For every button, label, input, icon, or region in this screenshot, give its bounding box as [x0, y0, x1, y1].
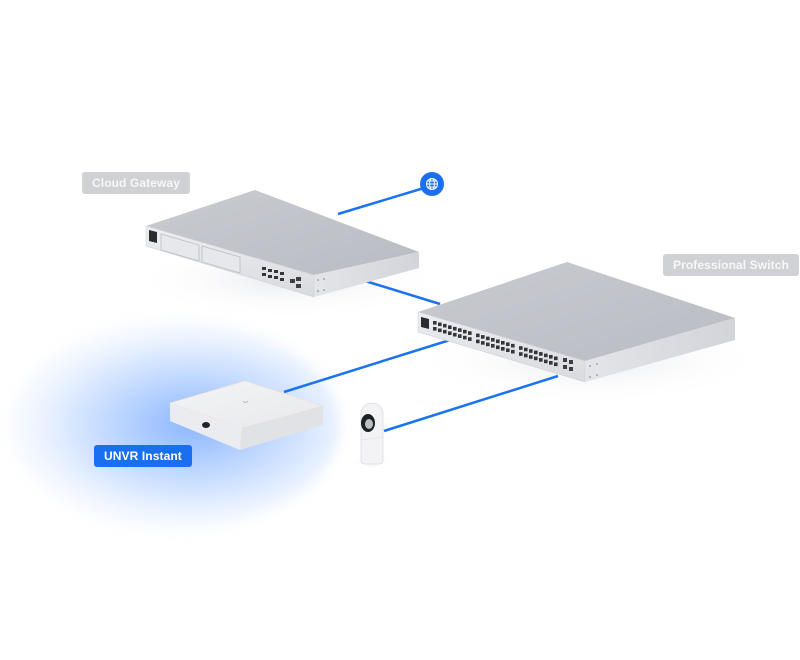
link-unvr-switch [283, 338, 451, 394]
switch-port [438, 322, 442, 327]
switch-port [458, 328, 462, 332]
switch-port [481, 341, 485, 345]
switch-port [524, 353, 528, 358]
globe-icon [426, 178, 438, 190]
switch-port [448, 325, 452, 329]
switch-port [491, 344, 495, 348]
switch-port [448, 331, 452, 335]
switch-port [481, 335, 485, 339]
link-gateway-internet [337, 186, 425, 216]
link-gateway-switch [361, 278, 441, 306]
switch-port [524, 347, 528, 352]
camera-device[interactable] [360, 402, 384, 465]
gateway-side [314, 252, 419, 297]
switch-port [438, 328, 442, 333]
gateway-drive-bay-2 [201, 245, 241, 274]
switch-port [453, 332, 457, 337]
switch-port [534, 350, 538, 355]
switch-port [476, 339, 480, 344]
switch-port [534, 356, 538, 361]
camera-lens [365, 419, 373, 429]
switch-port [539, 352, 543, 356]
switch-port [463, 329, 467, 334]
switch-port [506, 348, 510, 352]
switch-sfp-ports [563, 358, 573, 371]
gateway-rj45-ports [262, 267, 284, 281]
switch-port [463, 335, 467, 340]
unvr-instant-device[interactable] [169, 380, 325, 450]
links [283, 186, 559, 433]
switch-port [529, 349, 533, 353]
internet-node[interactable] [420, 172, 444, 196]
gateway-top [146, 190, 419, 275]
switch-side [585, 318, 735, 382]
switch-port [496, 345, 500, 350]
switch-port [468, 331, 472, 335]
switch-port [529, 355, 533, 359]
switch-port [491, 338, 495, 342]
switch-port [554, 356, 558, 361]
switch-port [544, 359, 548, 364]
switch-port [549, 361, 553, 365]
gateway-drive-bay-1 [160, 233, 200, 262]
unvr-logo-icon [242, 400, 249, 403]
gateway-power-port [149, 230, 157, 243]
switch-port [511, 349, 515, 354]
switch-port [468, 337, 472, 341]
switch-port [458, 334, 462, 338]
switch-port [443, 329, 447, 334]
link-camera-switch [383, 374, 559, 433]
switch-port [486, 342, 490, 347]
gateway-sfp-ports [290, 277, 301, 288]
professional-switch-device[interactable] [417, 262, 735, 383]
unvr-instant-label[interactable]: UNVR Instant [94, 445, 192, 467]
cloud-gateway-device[interactable] [145, 190, 419, 298]
switch-port [544, 353, 548, 358]
switch-power-port [421, 317, 429, 329]
switch-port [554, 362, 558, 367]
camera-body [360, 402, 384, 465]
switch-port [539, 358, 543, 362]
switch-port [433, 327, 437, 331]
unvr-port [202, 422, 210, 428]
switch-port [433, 321, 437, 325]
professional-switch-label[interactable]: Professional Switch [663, 254, 799, 276]
switch-port [511, 343, 515, 348]
switch-port [476, 333, 480, 338]
switch-port [496, 339, 500, 344]
switch-port [453, 326, 457, 331]
switch-port [443, 323, 447, 328]
switch-port [549, 355, 553, 359]
cloud-gateway-label[interactable]: Cloud Gateway [82, 172, 190, 194]
switch-port [506, 342, 510, 346]
switch-top [418, 262, 735, 361]
unvr-side [240, 406, 323, 450]
switch-port [501, 347, 505, 351]
switch-port [519, 352, 523, 356]
switch-port [519, 346, 523, 350]
switch-port [501, 341, 505, 345]
switch-port [486, 336, 490, 341]
switch-rj45-ports [433, 321, 558, 367]
